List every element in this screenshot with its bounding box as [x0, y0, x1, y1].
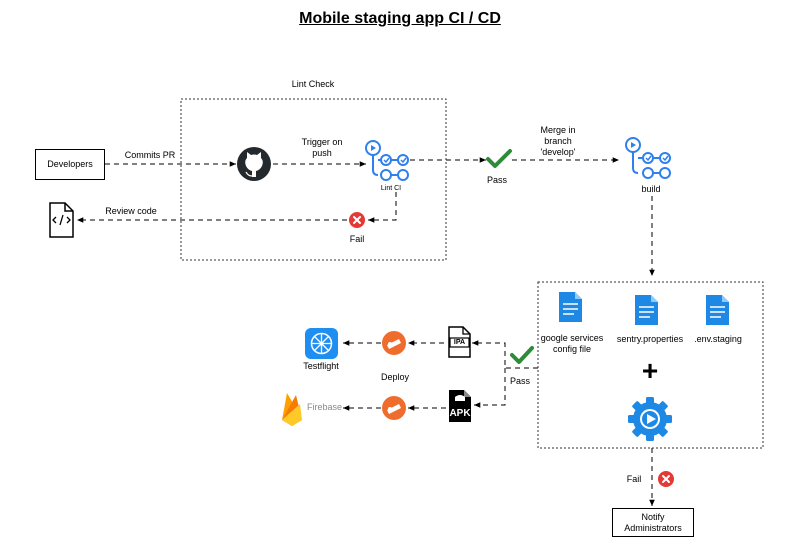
build-fail-label: Fail	[626, 474, 642, 484]
commits-pr-label: Commits PR	[124, 150, 176, 160]
developers-label: Developers	[47, 159, 93, 169]
ipa-badge: IPA	[453, 339, 466, 346]
edge-group-to-pass	[472, 340, 538, 369]
developers-node: Developers	[35, 149, 105, 180]
lint-fail-icon	[349, 212, 365, 228]
firebase-label: Firebase	[307, 402, 343, 412]
edge-lint-to-fail	[368, 192, 397, 223]
lint-pass-label: Pass	[486, 175, 508, 185]
env-staging-doc-icon	[706, 295, 729, 325]
code-file-icon	[49, 202, 74, 238]
build-gear-icon	[628, 397, 672, 441]
pass-check-icon	[486, 149, 512, 168]
edge-pass-to-apk	[474, 368, 506, 408]
lint-ci-actions-icon	[365, 140, 409, 181]
lint-check-group-box	[180, 98, 447, 261]
sentry-properties-doc-icon	[635, 295, 658, 325]
build-label: build	[641, 184, 661, 194]
github-icon	[237, 147, 271, 181]
fastlane-ios-icon	[382, 331, 406, 355]
lint-ci-label: Lint CI	[380, 185, 402, 192]
fastlane-android-icon	[382, 396, 406, 420]
plus-sign: +	[641, 355, 659, 386]
apk-file-icon	[449, 390, 471, 422]
merge-develop-label: Merge in branch 'develop'	[540, 125, 576, 157]
notify-administrators-node: Notify Administrators	[612, 508, 694, 537]
lint-fail-label: Fail	[349, 234, 365, 244]
trigger-on-push-label: Trigger on push	[301, 137, 343, 158]
review-code-label: Review code	[105, 206, 157, 216]
build-group-box	[537, 281, 764, 449]
deploy-pass-check-icon	[510, 346, 534, 364]
deploy-label: Deploy	[380, 372, 410, 382]
diagram-title: Mobile staging app CI / CD	[299, 10, 501, 27]
build-fail-icon	[658, 471, 674, 487]
deploy-pass-label: Pass	[509, 376, 531, 386]
google-services-doc-icon	[559, 292, 582, 322]
ipa-file-icon	[448, 326, 471, 358]
build-actions-icon	[625, 137, 671, 179]
lint-check-group-label: Lint Check	[291, 79, 335, 89]
env-staging-label: .env.staging	[694, 334, 742, 344]
sentry-properties-label: sentry.properties	[616, 334, 684, 344]
testflight-icon	[305, 328, 338, 359]
apk-badge: APK	[449, 408, 471, 419]
firebase-icon	[282, 393, 302, 426]
google-services-label: google services config file	[540, 333, 604, 354]
testflight-label: Testflight	[303, 361, 339, 371]
notify-administrators-label: Notify Administrators	[624, 511, 682, 533]
